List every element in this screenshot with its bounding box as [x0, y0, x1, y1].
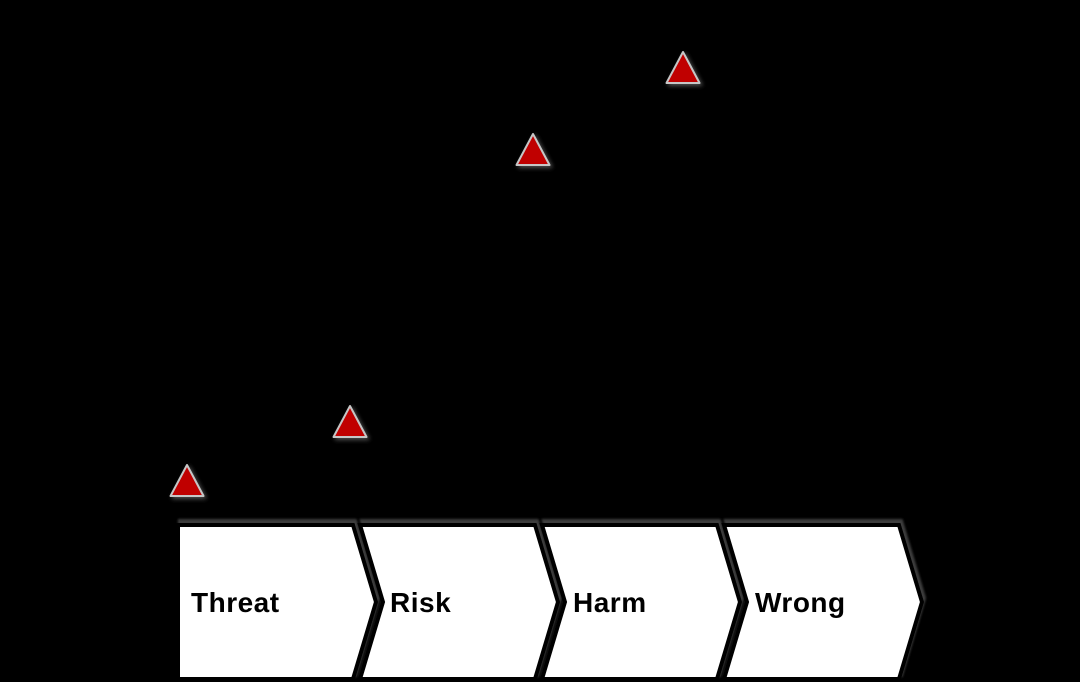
- warning-triangle-icon: [515, 133, 551, 166]
- chevron-step-harm: [539, 523, 743, 681]
- step-label-wrong: Wrong: [755, 587, 846, 618]
- risk-markers: [169, 51, 701, 497]
- chevron-step-wrong: [721, 523, 925, 681]
- process-chevrons: [176, 523, 925, 681]
- chevron-step-threat: [176, 523, 379, 681]
- warning-triangle-icon: [332, 405, 368, 438]
- step-label-risk: Risk: [390, 587, 452, 618]
- step-label-harm: Harm: [573, 587, 647, 618]
- chevron-step-risk: [357, 523, 561, 681]
- step-label-threat: Threat: [191, 587, 280, 618]
- warning-triangle-icon: [169, 464, 205, 497]
- warning-triangle-icon: [665, 51, 701, 84]
